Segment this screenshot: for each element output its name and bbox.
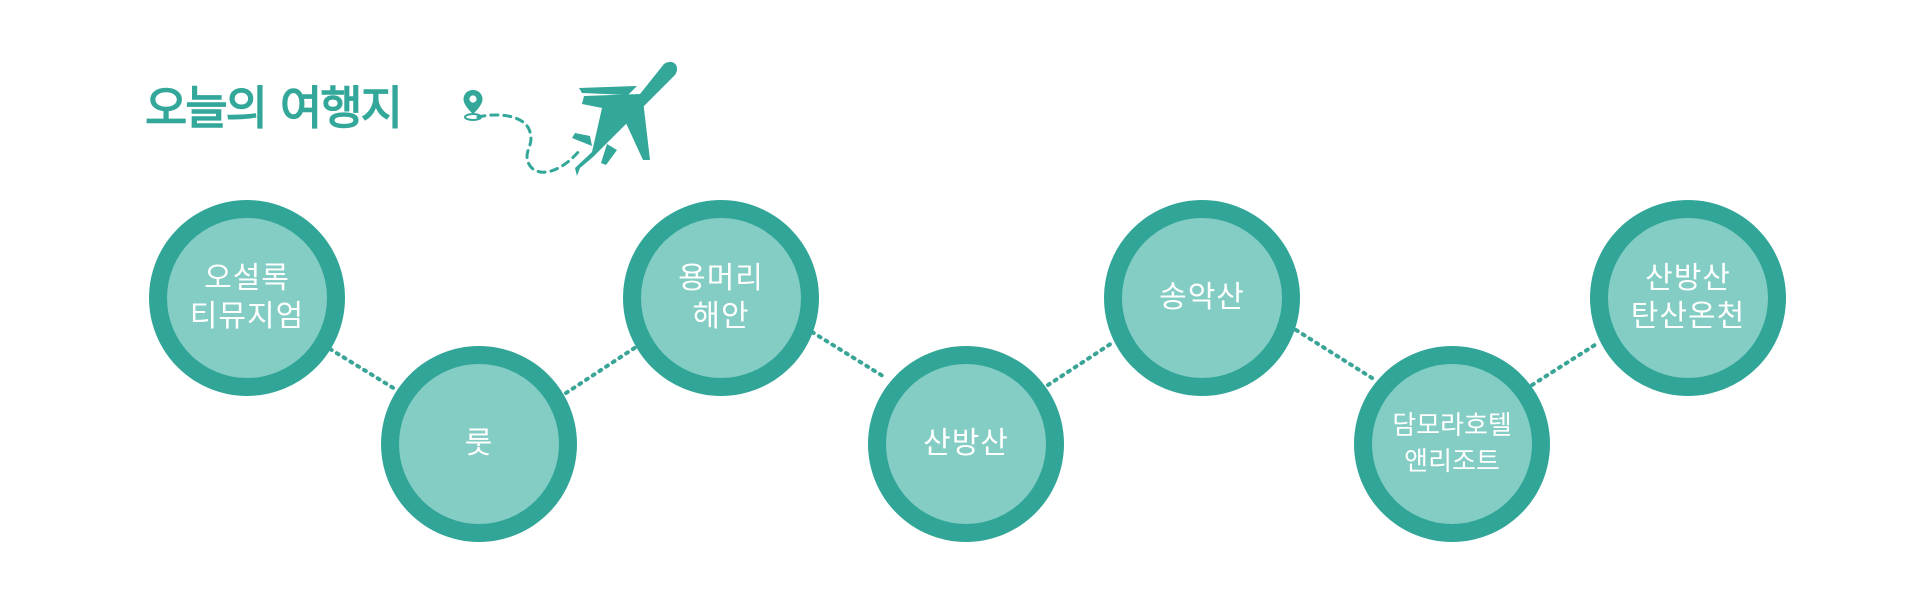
- destination-label: 산방산: [1645, 261, 1731, 296]
- destination-node-2-inner: 룻: [399, 364, 559, 524]
- destination-label: 룻: [464, 426, 494, 461]
- destination-node-6-inner: 담모라호텔 앤리조트: [1372, 364, 1532, 524]
- connector-3-4: [810, 330, 888, 380]
- airplane-icon: [572, 61, 678, 176]
- connector-5-6: [1294, 328, 1374, 380]
- destination-node-4-inner: 산방산: [886, 364, 1046, 524]
- connector-6-7: [1530, 341, 1600, 387]
- destination-node-5-inner: 송악산: [1122, 218, 1282, 378]
- destination-label: 송악산: [1159, 280, 1245, 315]
- destination-label: 해안: [692, 299, 750, 334]
- map-pin-icon: [463, 90, 483, 121]
- destination-label: 앤리조트: [1404, 447, 1500, 477]
- destination-node-3: 용머리 해안: [623, 200, 819, 396]
- destination-label: 산방산: [923, 426, 1009, 461]
- destination-node-6: 담모라호텔 앤리조트: [1354, 346, 1550, 542]
- destination-node-7-inner: 산방산 탄산온천: [1608, 218, 1768, 378]
- connector-4-5: [1046, 341, 1114, 387]
- flight-path: [476, 113, 582, 174]
- destination-label: 담모라호텔: [1392, 411, 1512, 441]
- connector-1-2: [328, 347, 397, 391]
- destination-node-1: 오설록 티뮤지엄: [149, 200, 345, 396]
- destination-node-1-inner: 오설록 티뮤지엄: [167, 218, 327, 378]
- destination-label: 탄산온천: [1630, 299, 1746, 334]
- connectors: [328, 328, 1600, 395]
- destination-node-4: 산방산: [868, 346, 1064, 542]
- destination-node-5: 송악산: [1104, 200, 1300, 396]
- destination-label: 오설록: [204, 261, 290, 296]
- page-title: 오늘의 여행지: [145, 81, 403, 135]
- connector-2-3: [564, 345, 638, 395]
- destination-label: 티뮤지엄: [189, 299, 305, 334]
- destination-node-7: 산방산 탄산온천: [1590, 200, 1786, 396]
- destination-node-2: 룻: [381, 346, 577, 542]
- destination-node-3-inner: 용머리 해안: [641, 218, 801, 378]
- destination-label: 용머리: [678, 261, 764, 296]
